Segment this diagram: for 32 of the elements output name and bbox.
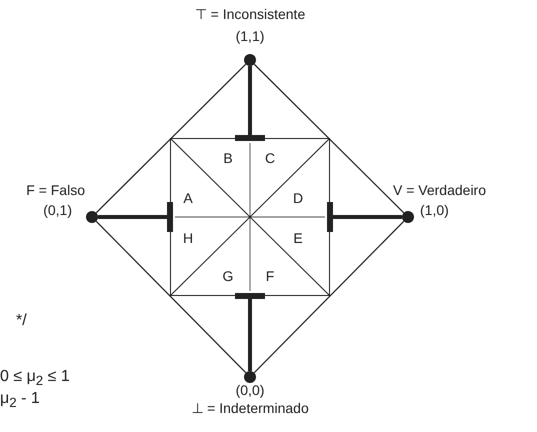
bar-connector [327,202,402,232]
formula-text: */ [16,312,27,330]
vertex-point [244,371,256,383]
vertex-label: ⊥ = Indeterminado [191,400,309,416]
formula-text: 0 ≤ μ$_{2}$ ≤ 1 [0,368,70,388]
region-letter: C [264,150,276,166]
vertex-point [244,54,256,66]
connector-line [254,64,404,214]
vertex-label: (1,1) [236,28,264,44]
vertex-label: (0,1) [43,202,72,218]
vertex-label: F = Falso [26,182,85,198]
formula-text: μ$_{2}$ - 1 [0,390,40,410]
connector-line [254,220,404,374]
region-letter: F [266,268,274,284]
vertex-point [402,211,414,223]
inner-square [170,138,330,296]
vertex-label: V = Verdadeiro [393,182,486,198]
region-letter: A [183,190,193,206]
region-letter: B [223,150,233,166]
connector-line [96,220,246,374]
bar-connector [235,293,265,371]
connector-line [96,64,246,214]
region-letter: D [292,190,304,206]
region-letter: G [222,268,234,284]
vertex-label: ⊤ = Inconsistente [194,6,306,22]
bar-connector [235,66,265,141]
bar-connector [98,202,173,232]
vertex-label: (0,0) [236,382,264,398]
region-letter: E [293,230,303,246]
region-letter: H [182,230,194,246]
vertex-label: (1,0) [420,202,449,218]
vertex-point [86,211,98,223]
